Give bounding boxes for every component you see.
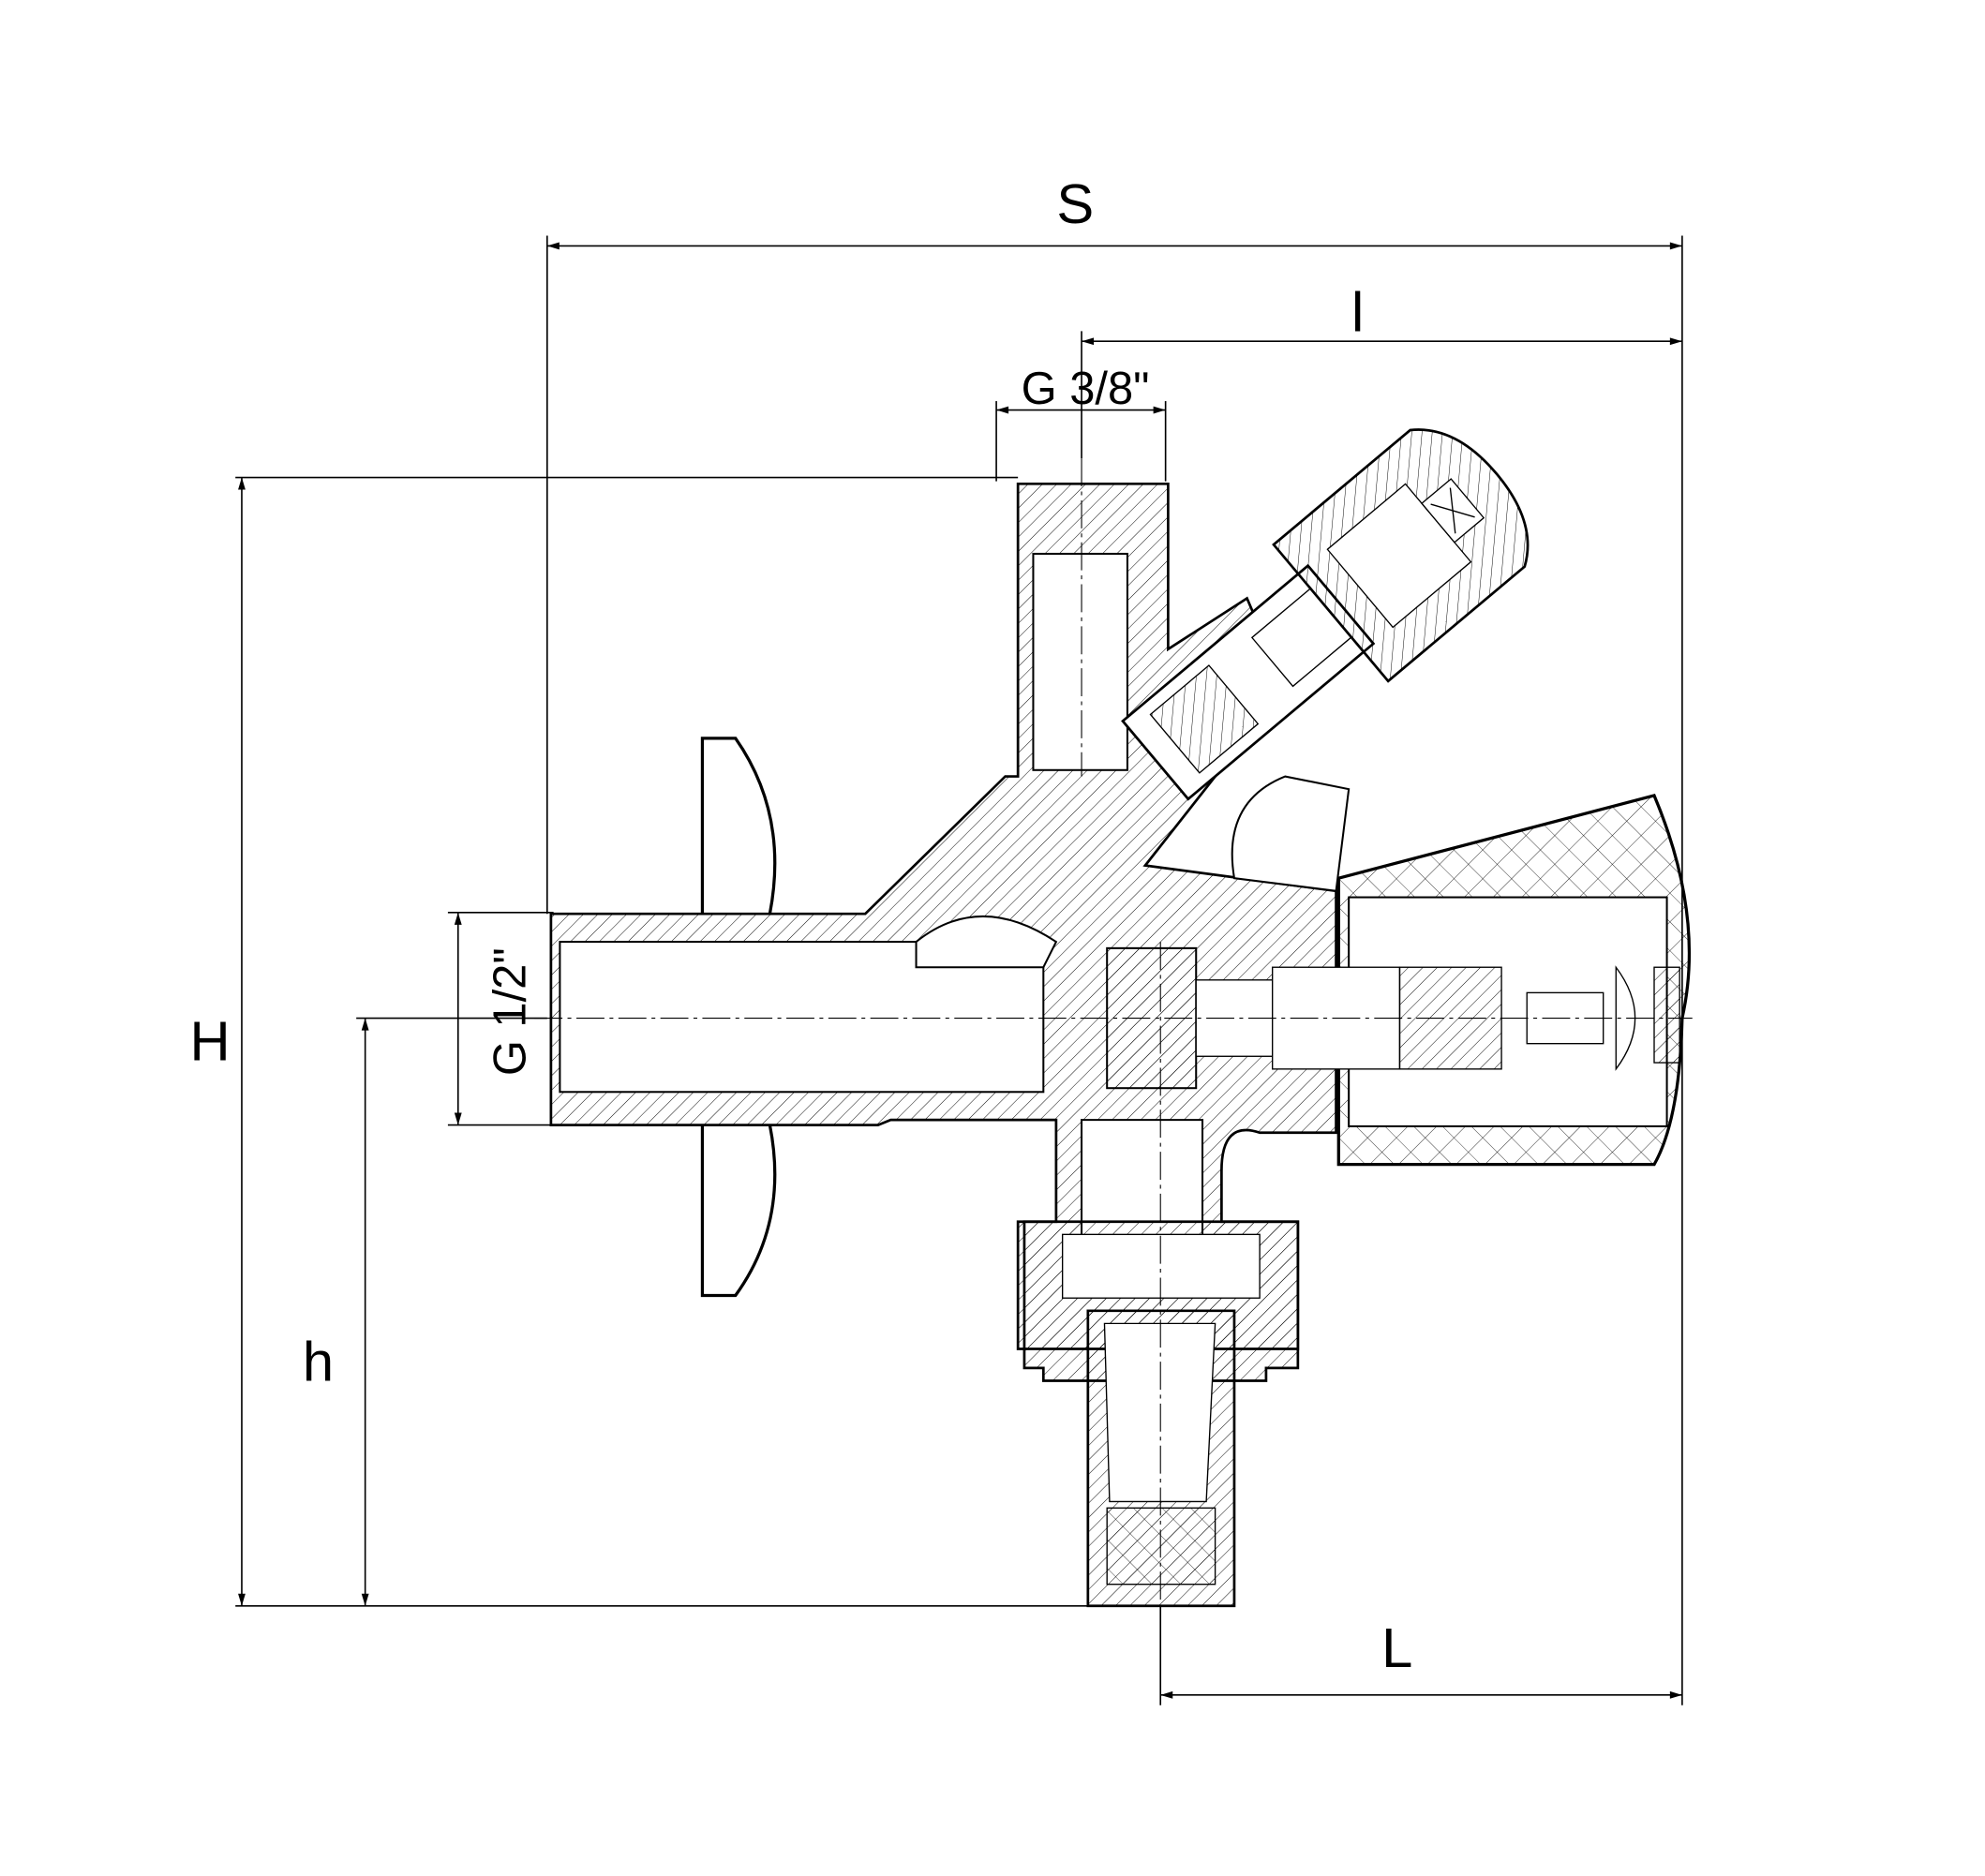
dim-label-L: L — [1381, 1616, 1412, 1679]
wall-rosette — [700, 737, 777, 1298]
dimension-lines — [238, 242, 1682, 1699]
dim-label-h: h — [303, 1330, 334, 1392]
extension-lines — [235, 235, 1683, 1705]
dim-label-g12: G 1/2" — [485, 947, 536, 1076]
hose-connector — [1022, 1220, 1300, 1608]
dim-label-H: H — [189, 1009, 230, 1072]
valve-body — [549, 482, 1351, 1350]
dim-label-l: l — [1351, 280, 1364, 343]
dim-label-g38: G 3/8" — [1022, 364, 1150, 414]
dim-label-S: S — [1056, 172, 1094, 235]
angled-cartridge — [1121, 428, 1530, 801]
